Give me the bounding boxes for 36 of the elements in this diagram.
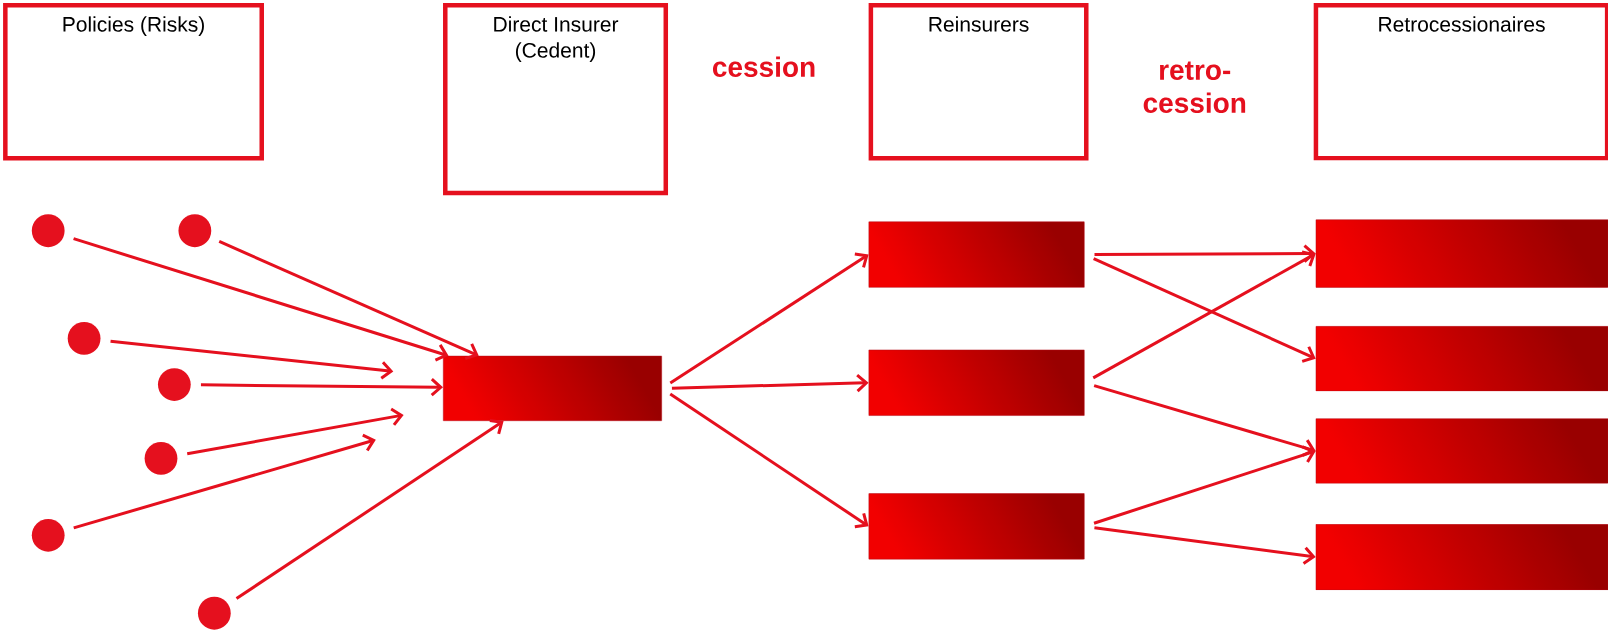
dot (157, 368, 191, 401)
arrow (73, 433, 376, 530)
arrow (218, 240, 479, 361)
dot (197, 596, 231, 630)
bar (1315, 524, 1608, 591)
arrow (1092, 250, 1316, 380)
bar (868, 493, 1085, 560)
flow-label: retro- cession (1143, 61, 1246, 113)
arrow (671, 373, 869, 393)
dot (31, 518, 65, 552)
bar (868, 349, 1085, 416)
dot (31, 214, 65, 248)
label-box: Retrocessionaires (1313, 3, 1608, 161)
dot (144, 442, 178, 475)
arrow (669, 252, 869, 385)
arrow (200, 378, 444, 397)
arrow (235, 419, 504, 600)
arrow (73, 237, 449, 362)
label-box: Reinsurers (868, 3, 1089, 161)
flow-label: cession (713, 56, 815, 77)
arrow (1093, 257, 1316, 363)
dot (178, 214, 212, 248)
bar (1315, 418, 1608, 484)
bar (1315, 326, 1608, 392)
bar (1315, 219, 1608, 288)
dot (67, 322, 101, 355)
arrow (669, 392, 869, 529)
bar (443, 355, 662, 421)
label-box: Policies (Risks) (3, 3, 264, 161)
arrow (1093, 445, 1316, 525)
arrow (1094, 244, 1316, 263)
arrow (186, 407, 404, 456)
bar (868, 221, 1085, 288)
label-box: Direct Insurer (Cedent) (443, 3, 669, 196)
arrow (110, 339, 394, 380)
arrow (1094, 526, 1316, 565)
